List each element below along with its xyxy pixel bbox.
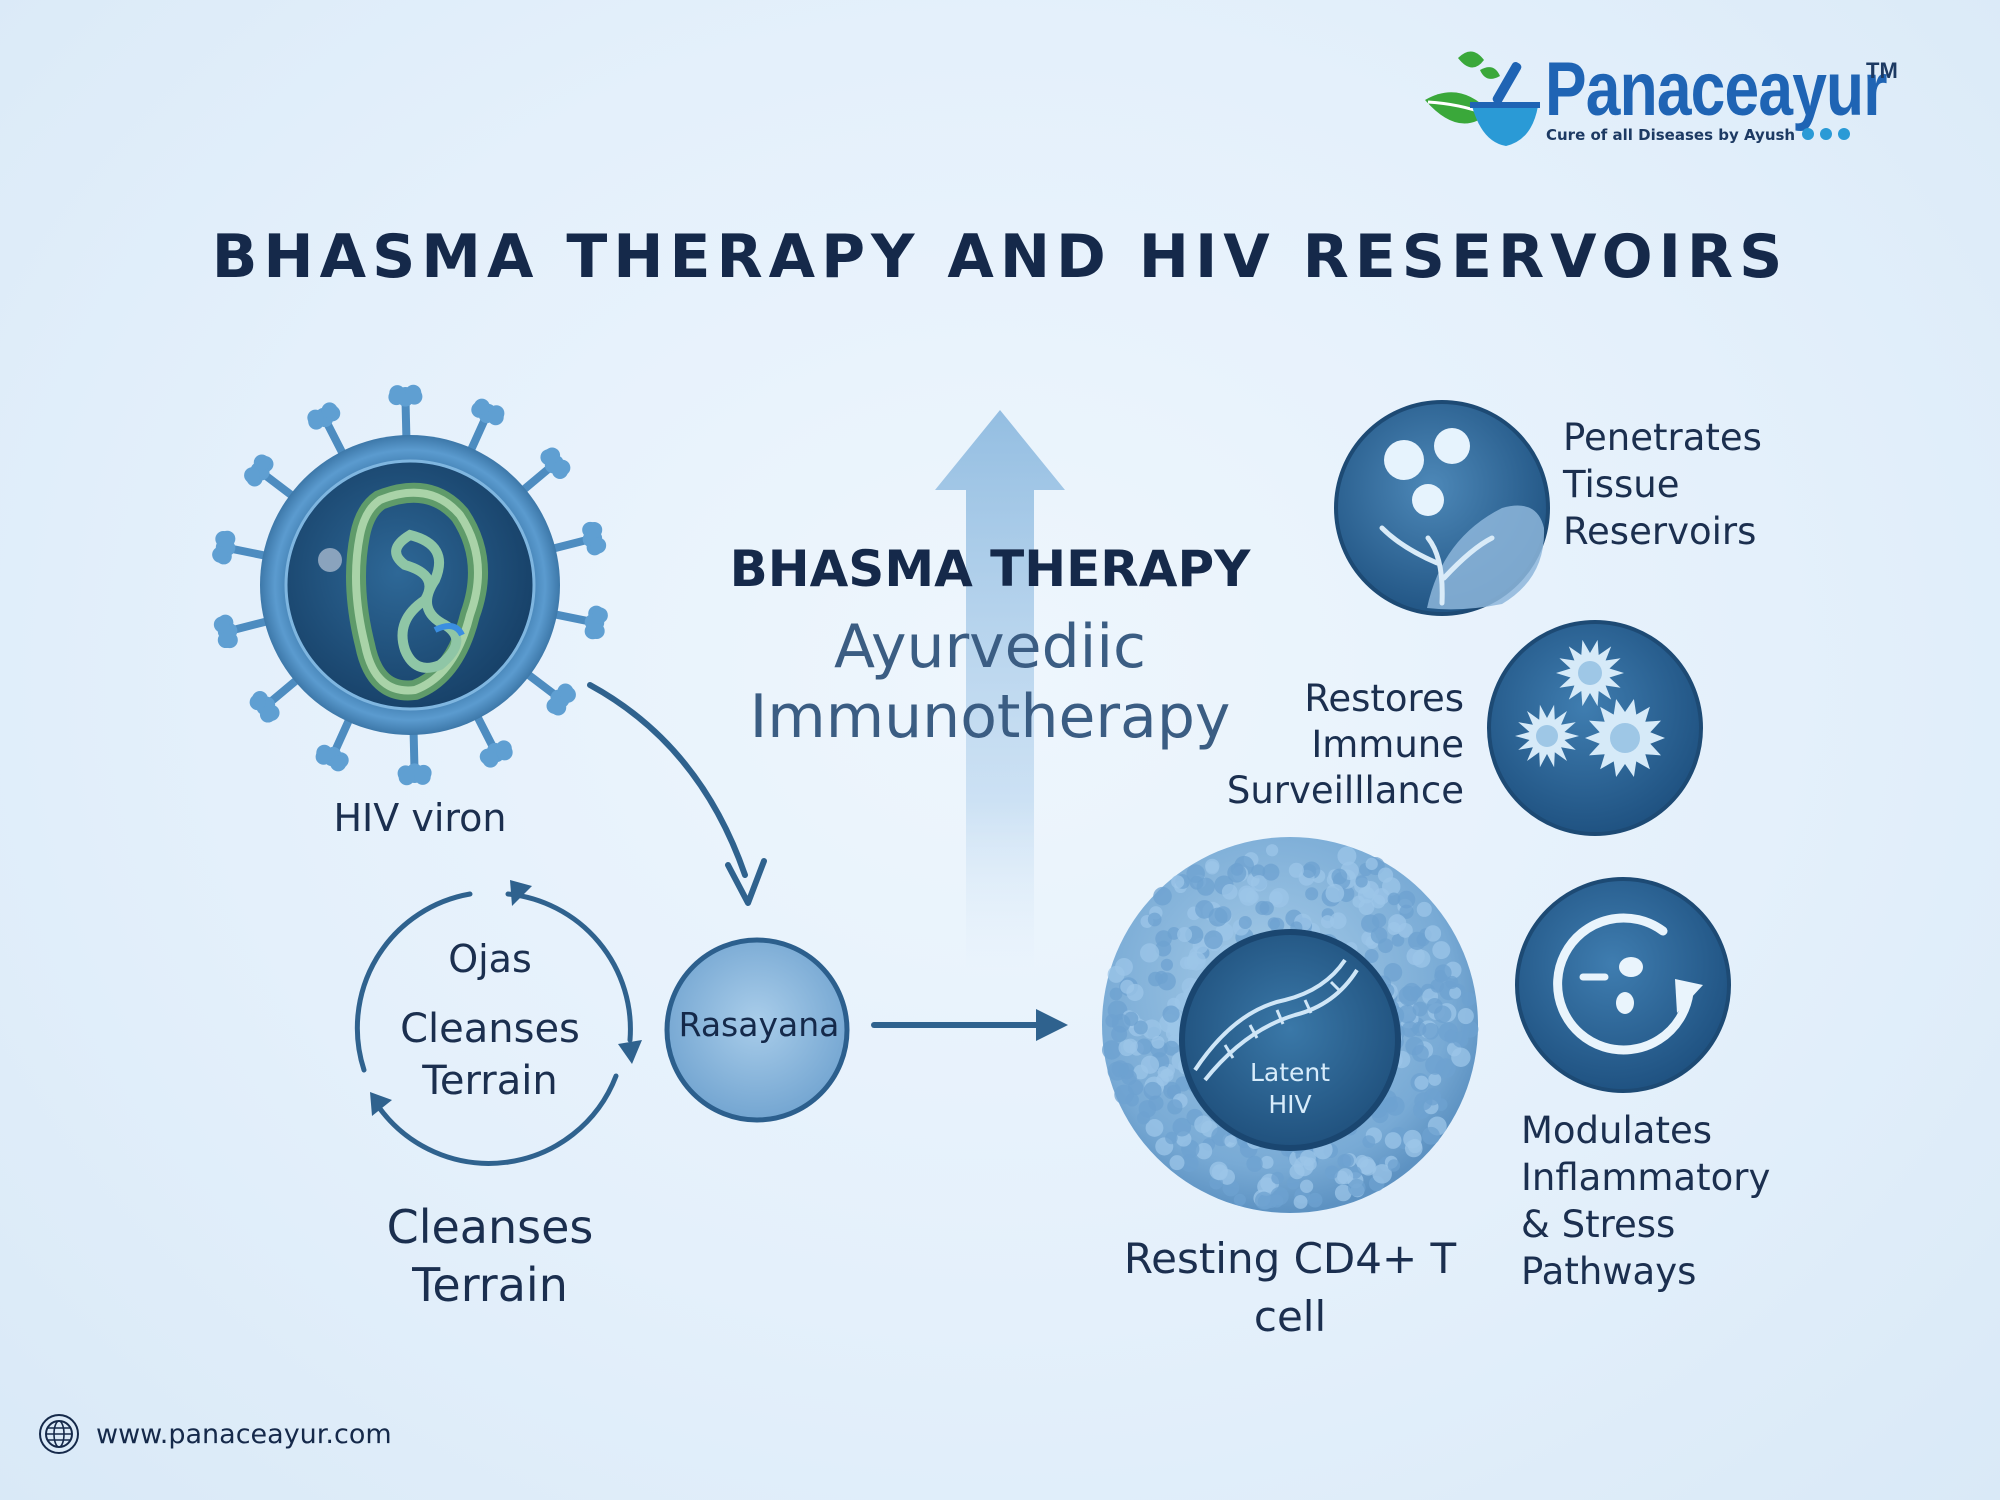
brand-tagline: Cure of all Diseases by Ayush [1546, 126, 1796, 144]
footer: www.panaceayur.com [38, 1413, 392, 1455]
cd4-label-line-1: Resting CD4+ T [1123, 1234, 1457, 1283]
subheading-line-1: Ayurvediic [833, 612, 1146, 682]
tissue-reservoir-icon [1334, 400, 1550, 616]
cd4-t-cell-icon [1101, 837, 1479, 1213]
trademark-mark: TM [1866, 58, 1898, 83]
cycle-outer-line-1: Cleanses [386, 1200, 594, 1254]
effect-3-line-2: Inflammatory [1521, 1156, 1771, 1199]
brand-name: Panaceayur [1545, 47, 1888, 132]
virion-to-rasayana-arrow [587, 682, 767, 906]
latent-line-2: HIV [1268, 1090, 1312, 1119]
page-title: BHASMA THERAPY AND HIV RESERVOIRS [211, 222, 1789, 292]
brand-logo: Panaceayur TM Cure of all Diseases by Ay… [1420, 40, 1900, 150]
cycle-inner-label: Cleanses Terrain [370, 1003, 610, 1107]
rasayana-to-cell-arrow [871, 1009, 1068, 1041]
hiv-virion-label: HIV viron [333, 796, 507, 840]
effect-2-line-3: Surveilllance [1226, 769, 1464, 812]
immune-cells-icon [1487, 620, 1703, 836]
cd4-cell-label: Resting CD4+ T cell [1110, 1230, 1470, 1346]
effect-2-line-1: Restores [1304, 677, 1464, 720]
modulation-cycle-icon [1515, 877, 1731, 1093]
effect-restores-label: Restores Immune Surveilllance [1200, 676, 1464, 814]
effect-1-line-1: Penetrates [1563, 416, 1762, 459]
latent-hiv-label: Latent HIV [1220, 1057, 1360, 1121]
hiv-virion-icon [212, 384, 608, 786]
latent-line-1: Latent [1249, 1058, 1331, 1087]
effect-1-line-2: Tissue [1563, 463, 1680, 506]
effect-3-line-1: Modulates [1521, 1109, 1712, 1152]
subheading-line-2: Immunotherapy [749, 682, 1231, 752]
center-subheading: Ayurvediic Immunotherapy [680, 612, 1300, 752]
globe-icon [39, 1414, 79, 1454]
website-link[interactable]: www.panaceayur.com [96, 1418, 392, 1450]
effect-penetrates-label: Penetrates Tissue Reservoirs [1563, 414, 1823, 555]
cycle-inner-line-1: Cleanses [400, 1006, 580, 1052]
mortar-leaf-icon [1425, 51, 1540, 146]
cd4-label-line-2: cell [1253, 1292, 1327, 1341]
brand-dots [1802, 128, 1850, 140]
ojas-cycle-diagram [354, 880, 642, 1166]
rasayana-circle [664, 937, 850, 1123]
effect-1-line-3: Reservoirs [1563, 510, 1757, 553]
cycle-outer-label: Cleanses Terrain [360, 1198, 620, 1314]
cycle-outer-line-2: Terrain [412, 1258, 568, 1312]
effect-3-line-3: & Stress Pathways [1521, 1203, 1697, 1293]
effect-2-line-2: Immune [1311, 723, 1464, 766]
ojas-label: Ojas [448, 937, 532, 981]
center-heading: BHASMA THERAPY [729, 540, 1251, 598]
upward-arrow [935, 410, 1065, 970]
effect-modulates-label: Modulates Inflammatory & Stress Pathways [1521, 1107, 1861, 1295]
cycle-inner-line-2: Terrain [422, 1058, 558, 1104]
rasayana-label: Rasayana [678, 1005, 840, 1044]
